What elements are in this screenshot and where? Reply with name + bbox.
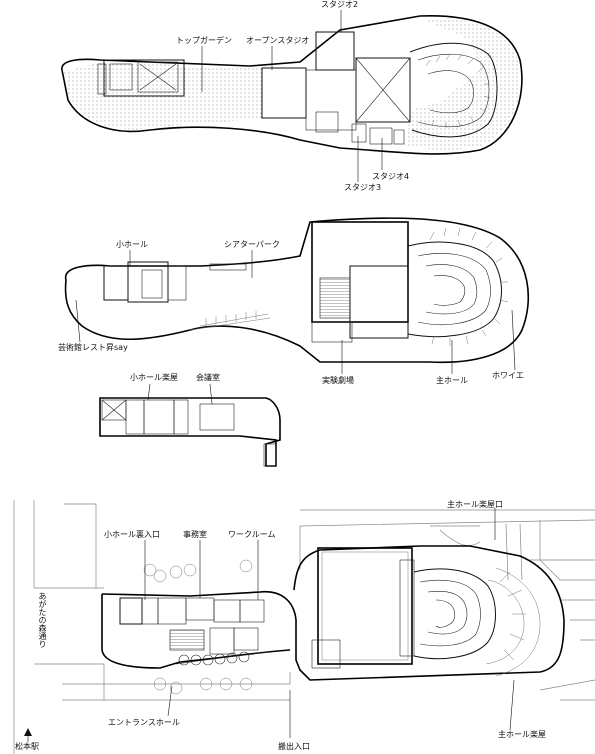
label-foyer: ホワイエ: [492, 371, 524, 380]
label-studio2: スタジオ2: [321, 0, 359, 9]
main-hall-seating-curve: [407, 241, 502, 338]
label-workroom: ワークルーム: [228, 530, 276, 539]
top-floor-outline: [61, 14, 523, 155]
label-entrance-hall: エントランスホール: [108, 718, 180, 727]
plan-top-floor: [61, 10, 523, 182]
label-studio3: スタジオ3: [344, 183, 382, 192]
label-small-hall: 小ホール: [116, 240, 148, 249]
main-hall-roof-curve: [409, 42, 498, 138]
third-floor-outline: [99, 397, 281, 467]
plan-third-floor: [99, 383, 281, 467]
label-small-hall-green-room: 小ホール楽屋: [130, 373, 178, 382]
label-office: 事務室: [183, 530, 207, 539]
stage-block: [317, 547, 413, 665]
label-main-hall-green-room: 主ホール楽屋: [498, 730, 546, 739]
roof-garden-dotted: [405, 17, 521, 150]
plan-second-floor: [64, 217, 530, 374]
label-top-garden: トップガーデン: [176, 36, 232, 45]
site-roads: [13, 500, 595, 754]
label-restaurant: 芸術館レスト昇say: [58, 343, 128, 352]
label-studio4: スタジオ4: [372, 172, 410, 181]
label-loading-entrance: 搬出入口: [278, 742, 310, 751]
second-floor-outline: [64, 217, 530, 364]
label-meeting-room: 会議室: [196, 373, 220, 382]
station-arrow: [24, 728, 32, 736]
trees: [143, 559, 253, 695]
label-main-hall: 主ホール: [436, 376, 468, 385]
label-experimental-theater: 実験劇場: [322, 376, 354, 385]
label-matsumoto-station: 松本駅: [15, 742, 39, 751]
label-theater-park: シアターパーク: [224, 240, 280, 249]
label-small-hall-entrance: 小ホール裏入口: [104, 530, 160, 539]
label-agata-street: あがたの森通り: [38, 592, 47, 648]
main-hall-plan-curve: [413, 568, 496, 660]
label-main-hall-green-room-entrance: 主ホール楽屋口: [447, 500, 503, 509]
plan-ground-floor: [13, 500, 595, 754]
label-open-studio: オープンスタジオ: [246, 36, 310, 45]
